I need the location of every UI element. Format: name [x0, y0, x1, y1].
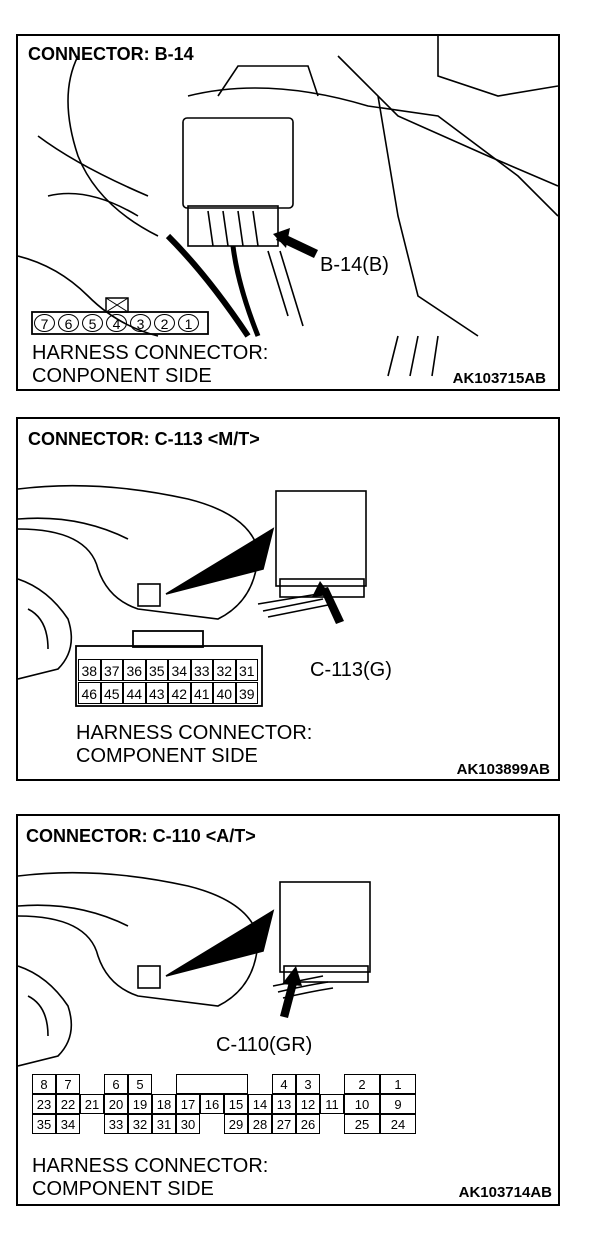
arrow-icon: [320, 587, 344, 624]
pin-cell: 20: [104, 1094, 128, 1114]
dashboard-illustration: [18, 871, 371, 1067]
pin-cell: 38: [78, 659, 101, 681]
pin-cell: 12: [296, 1094, 320, 1114]
pin-cell: 3: [130, 314, 151, 332]
pin-cell: 37: [100, 659, 123, 681]
pin-cell: 34: [168, 659, 191, 681]
pin-cell: 1: [178, 314, 199, 332]
pin-cell: 11: [320, 1094, 344, 1114]
panel-title: CONNECTOR: B-14: [28, 44, 194, 64]
pin-cell: 41: [190, 682, 213, 704]
pin-cell: 2: [344, 1074, 380, 1094]
pin-cell: 36: [123, 659, 146, 681]
figure-code: AK103714AB: [458, 1184, 552, 1201]
dashboard-illustration: [18, 484, 367, 707]
pin-diagram-b14: [31, 311, 209, 335]
pin-cell: 29: [224, 1114, 248, 1134]
callout-label: C-110(GR): [216, 1034, 313, 1056]
pin-cell: 9: [380, 1094, 416, 1114]
pin-cell: 31: [235, 659, 258, 681]
pin-cell: 3: [296, 1074, 320, 1094]
pin-cell: 5: [82, 314, 103, 332]
pin-cell: 28: [248, 1114, 272, 1134]
callout-label: C-113(G): [310, 659, 392, 681]
pin-cell: 6: [58, 314, 79, 332]
harness-note-line2: CONPONENT SIDE: [32, 365, 212, 387]
panel-title: CONNECTOR: C-113 <M/T>: [28, 429, 260, 449]
pin-cell: 26: [296, 1114, 320, 1134]
pin-cell: 22: [56, 1094, 80, 1114]
pin-cell: 21: [80, 1094, 104, 1114]
figure-code: AK103899AB: [456, 761, 550, 778]
pin-cell: 25: [344, 1114, 380, 1134]
pin-cell: 33: [190, 659, 213, 681]
pin-cell: 17: [176, 1094, 200, 1114]
pin-cell: 45: [100, 682, 123, 704]
pin-cell: 44: [123, 682, 146, 704]
engine-bay-illustration: [18, 36, 558, 377]
pin-cell: 40: [213, 682, 236, 704]
harness-note-line2: COMPONENT SIDE: [76, 745, 258, 767]
connector-key: [176, 1074, 248, 1094]
pin-cell: 19: [128, 1094, 152, 1114]
pin-cell: 13: [272, 1094, 296, 1114]
pin-cell: 2: [154, 314, 175, 332]
pin-cell: 23: [32, 1094, 56, 1114]
pin-cell: 5: [128, 1074, 152, 1094]
pin-cell: 35: [145, 659, 168, 681]
pin-cell: 35: [32, 1114, 56, 1134]
pin-cell: 14: [248, 1094, 272, 1114]
pin-cell: 15: [224, 1094, 248, 1114]
pin-cell: 4: [106, 314, 127, 332]
pin-cell: 10: [344, 1094, 380, 1114]
pin-cell: 7: [56, 1074, 80, 1094]
pin-cell: 39: [235, 682, 258, 704]
pin-cell: 33: [104, 1114, 128, 1134]
pin-diagram-c113: [75, 645, 263, 707]
harness-note-line1: HARNESS CONNECTOR:: [76, 722, 313, 744]
callout-label: B-14(B): [320, 254, 389, 276]
pin-cell: 16: [200, 1094, 224, 1114]
pin-cell: 46: [78, 682, 101, 704]
harness-note-line2: COMPONENT SIDE: [32, 1178, 214, 1200]
pin-cell: 6: [104, 1074, 128, 1094]
pin-cell: 34: [56, 1114, 80, 1134]
connector-key: [132, 630, 204, 648]
panel-title: CONNECTOR: C-110 <A/T>: [26, 826, 256, 846]
pin-cell: 31: [152, 1114, 176, 1134]
pin-cell: 43: [145, 682, 168, 704]
pin-cell: 8: [32, 1074, 56, 1094]
pin-cell: 18: [152, 1094, 176, 1114]
harness-note-line1: HARNESS CONNECTOR:: [32, 1155, 269, 1177]
pin-cell: 30: [176, 1114, 200, 1134]
pin-cell: 7: [34, 314, 55, 332]
pin-cell: 27: [272, 1114, 296, 1134]
arrow-icon: [280, 978, 298, 1018]
pin-cell: 4: [272, 1074, 296, 1094]
figure-code: AK103715AB: [452, 370, 546, 387]
pin-cell: 32: [128, 1114, 152, 1134]
pin-cell: 32: [213, 659, 236, 681]
pin-cell: 42: [168, 682, 191, 704]
pin-cell: 1: [380, 1074, 416, 1094]
harness-note-line1: HARNESS CONNECTOR:: [32, 342, 269, 364]
pin-cell: 24: [380, 1114, 416, 1134]
